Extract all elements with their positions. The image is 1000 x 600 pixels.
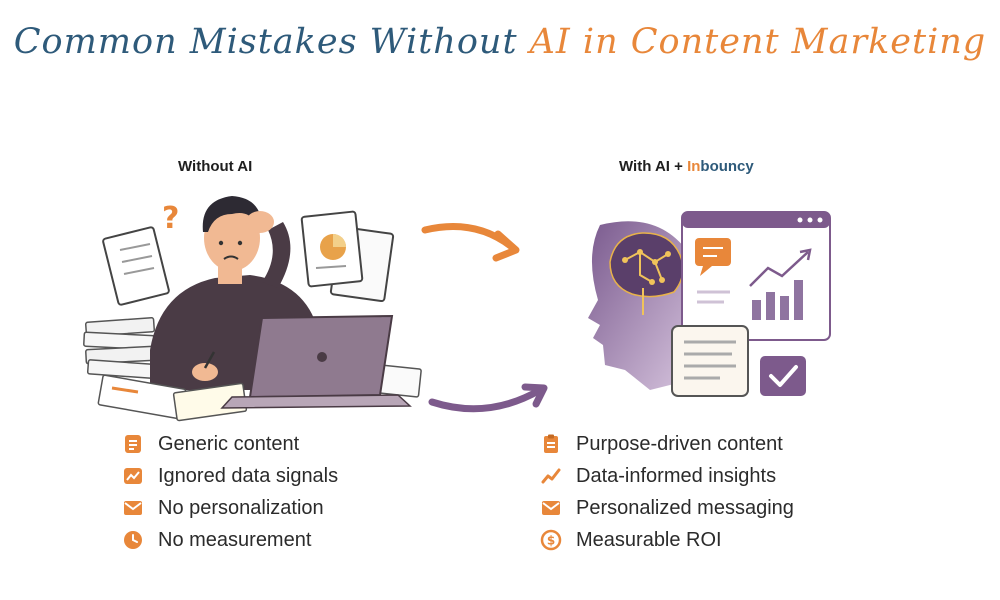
- title-part-1: Common Mistakes Without: [13, 22, 518, 62]
- bar-chart-icon: [752, 280, 803, 320]
- title-part-2: AI in Content Marketing: [529, 22, 987, 62]
- trend-chart-icon: [124, 468, 142, 484]
- page-title: Common Mistakes Without AI in Content Ma…: [0, 22, 1000, 62]
- clock-icon: [124, 531, 142, 549]
- brand-highlight: In: [687, 158, 701, 175]
- brand-rest: bouncy: [700, 158, 754, 175]
- list-item-label: Personalized messaging: [576, 496, 794, 519]
- neural-circuit-icon: [624, 250, 669, 315]
- with-ai-heading: With AI + Inbouncy: [619, 158, 754, 175]
- list-item-label: No personalization: [158, 496, 324, 519]
- envelope-icon: [542, 501, 560, 515]
- clipboard-icon: [544, 434, 558, 453]
- pie-chart-document-icon: [300, 210, 395, 303]
- list-item: $ Measurable ROI: [540, 524, 794, 556]
- list-item-label: Measurable ROI: [576, 528, 722, 551]
- list-item: No measurement: [122, 524, 338, 556]
- ai-head-illustration: [588, 221, 698, 390]
- svg-text:$: $: [547, 534, 555, 548]
- envelope-icon: [124, 501, 142, 515]
- with-ai-list: Purpose-driven content Data-informed ins…: [540, 428, 794, 556]
- list-item-label: Data-informed insights: [576, 464, 777, 487]
- paper-stack-icon: [83, 317, 156, 379]
- list-item-label: Ignored data signals: [158, 464, 339, 487]
- list-item: Generic content: [122, 428, 338, 460]
- chat-bubble-icon: [695, 238, 731, 276]
- dollar-coin-icon: $: [540, 529, 562, 551]
- paper-sheet-icon: [102, 226, 170, 306]
- list-item-label: Purpose-driven content: [576, 432, 783, 455]
- laptop-icon: [220, 314, 412, 409]
- trend-line-icon: [541, 468, 561, 484]
- list-item-label: No measurement: [158, 528, 312, 551]
- list-item: Data-informed insights: [540, 460, 794, 492]
- without-ai-heading: Without AI: [178, 158, 253, 175]
- stressed-person-illustration: ?: [83, 196, 422, 422]
- analytics-dashboard-window: [681, 211, 831, 341]
- list-item-label: Generic content: [158, 432, 300, 455]
- with-ai-prefix: With AI +: [619, 158, 688, 175]
- checkmark-box-icon: [760, 356, 806, 396]
- list-item: Purpose-driven content: [540, 428, 794, 460]
- question-mark-icon: ?: [162, 201, 179, 236]
- list-item: Personalized messaging: [540, 492, 794, 524]
- text-document-card: [671, 325, 749, 397]
- without-ai-list: Generic content Ignored data signals No …: [122, 428, 338, 556]
- transition-arrows: [421, 222, 548, 413]
- list-item: Ignored data signals: [122, 460, 338, 492]
- document-icon: [125, 435, 141, 453]
- list-item: No personalization: [122, 492, 338, 524]
